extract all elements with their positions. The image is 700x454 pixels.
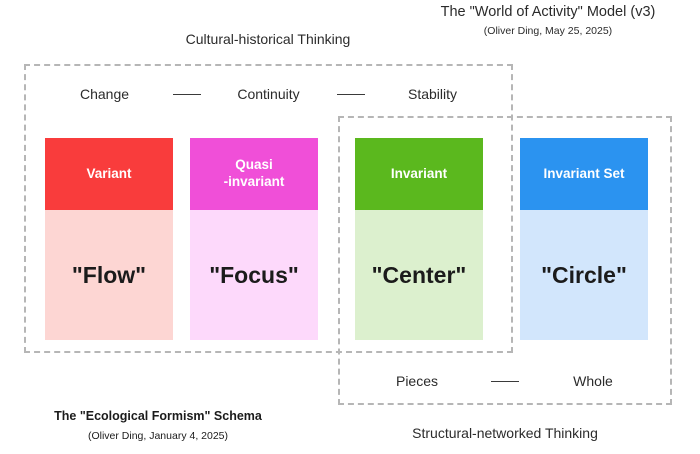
card-invariant-set-body: "Circle" [520,210,648,340]
group-label-cultural-historical: Cultural-historical Thinking [185,31,351,47]
card-invariant-set-header: Invariant Set [520,138,648,210]
card-quasi-invariant-header-line1: Quasi [235,157,273,173]
relation-term-whole: Whole [573,373,613,389]
card-variant[interactable]: Variant "Flow" [45,138,173,340]
card-quasi-invariant-header: Quasi -invariant [190,138,318,210]
relation-row-structural: Pieces Whole [338,369,672,393]
card-invariant-body: "Center" [355,210,483,340]
model-attribution: (Oliver Ding, May 25, 2025) [483,25,613,37]
relation-connector-icon [336,93,365,95]
model-title: The "World of Activity" Model (v3) [440,4,656,20]
schema-title: The "Ecological Formism" Schema [54,409,262,423]
card-invariant[interactable]: Invariant "Center" [355,138,483,340]
card-invariant-header: Invariant [355,138,483,210]
group-box-cultural-historical [24,64,513,353]
group-label-structural-networked: Structural-networked Thinking [412,425,598,441]
relation-row-cultural: Change Continuity Stability [24,82,513,106]
relation-connector-icon [172,93,201,95]
card-quasi-invariant-body: "Focus" [190,210,318,340]
card-quasi-invariant[interactable]: Quasi -invariant "Focus" [190,138,318,340]
schema-attribution: (Oliver Ding, January 4, 2025) [87,430,229,442]
relation-term-pieces: Pieces [395,373,439,389]
card-variant-body: "Flow" [45,210,173,340]
relation-term-continuity: Continuity [237,86,300,102]
card-variant-header: Variant [45,138,173,210]
card-invariant-set[interactable]: Invariant Set "Circle" [520,138,648,340]
relation-term-change: Change [79,86,130,102]
group-box-structural-networked [338,116,672,405]
card-quasi-invariant-header-line2: -invariant [223,174,285,189]
relation-connector-icon [491,380,519,382]
relation-term-stability: Stability [407,86,458,102]
